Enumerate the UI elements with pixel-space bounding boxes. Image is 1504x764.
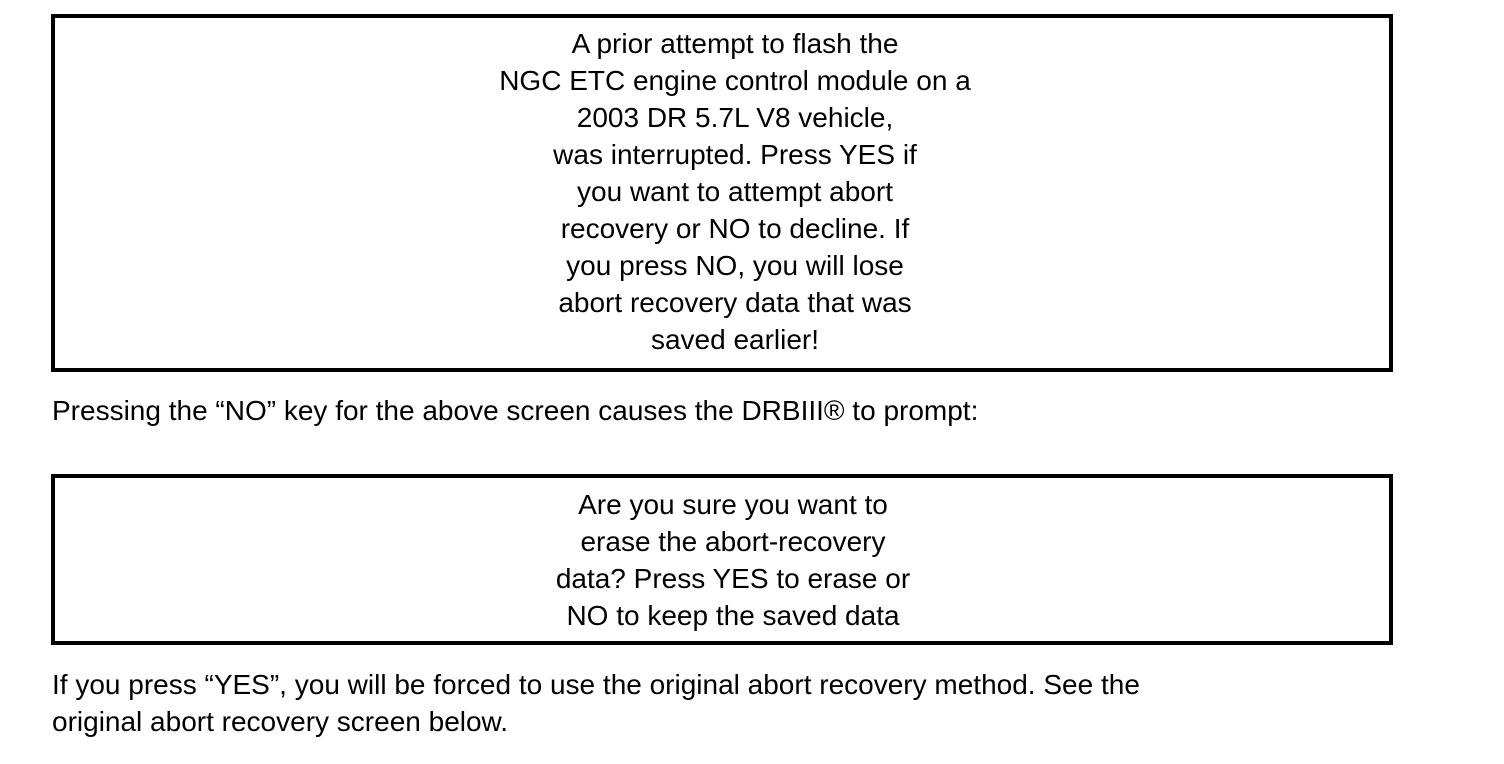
paragraph-text-line: original abort recovery screen below. [52,706,509,737]
screen-text-line: NO to keep the saved data [566,600,900,631]
paragraph-text-line: If you press “YES”, you will be forced t… [52,669,1140,700]
screen-text-line: data? Press YES to erase or [555,563,911,594]
screen-text-line: Are you sure you want to [578,489,888,520]
paragraph-yes-key-result: If you press “YES”, you will be forced t… [52,666,1140,740]
screen-text-line: recovery or NO to decline. If [560,213,910,244]
screen-text-line: erase the abort-recovery [580,526,886,557]
screen-text-line: A prior attempt to flash the [571,28,899,59]
paragraph-text-line: Pressing the “NO” key for the above scre… [52,395,979,426]
drb-screen-box-abort-recovery-prompt: A prior attempt to flash the NGC ETC eng… [51,14,1393,372]
screen-text-line: 2003 DR 5.7L V8 vehicle, [576,102,894,133]
screen-text-line: you want to attempt abort [577,176,893,207]
screen-text-line: NGC ETC engine control module on a [499,65,971,96]
screen-text-line: you press NO, you will lose [566,250,904,281]
screen-text-line: saved earlier! [650,324,820,355]
paragraph-no-key-prompt: Pressing the “NO” key for the above scre… [52,392,978,429]
screen-text-line: was interrupted. Press YES if [553,139,917,170]
drb-screen-box-erase-confirmation: Are you sure you want to erase the abort… [51,474,1393,645]
screen-text-line: abort recovery data that was [558,287,912,318]
